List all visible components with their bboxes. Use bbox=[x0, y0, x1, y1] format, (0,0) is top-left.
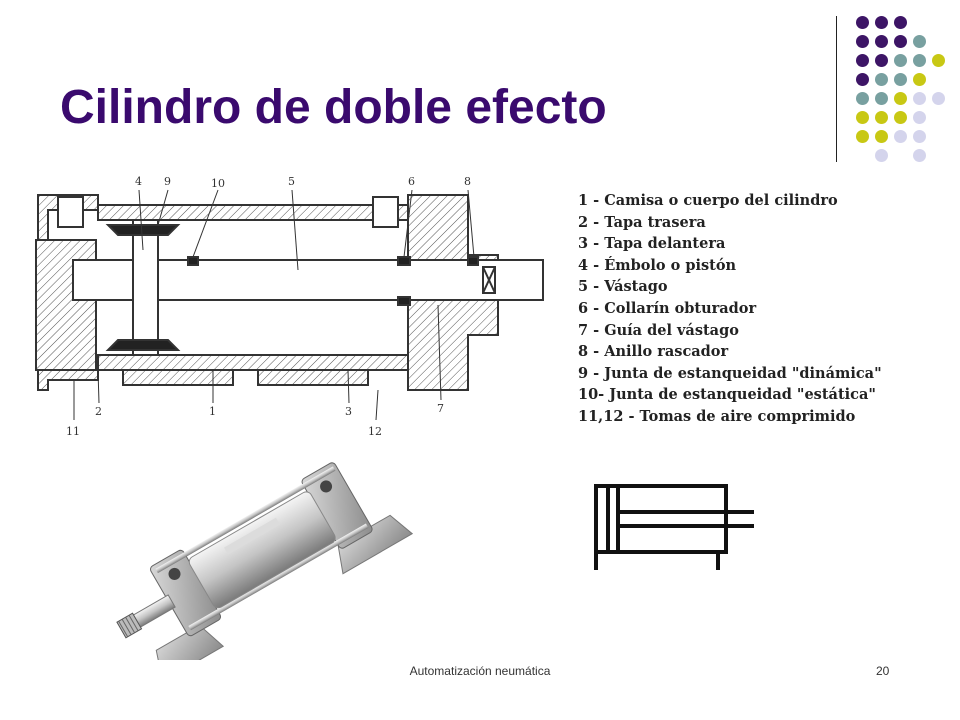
decor-dot bbox=[913, 54, 926, 67]
decor-dot bbox=[875, 130, 888, 143]
decor-dot bbox=[913, 149, 926, 162]
decor-dot bbox=[894, 92, 907, 105]
callout-1: 1 bbox=[209, 405, 216, 418]
legend-item: 6 - Collarín obturador bbox=[578, 299, 757, 317]
decor-dot bbox=[894, 130, 907, 143]
callout-8: 8 bbox=[464, 175, 471, 188]
callout-10: 10 bbox=[211, 177, 225, 190]
callout-12: 12 bbox=[368, 425, 382, 438]
callout-9: 9 bbox=[164, 175, 171, 188]
legend-item: 11,12 - Tomas de aire comprimido bbox=[578, 407, 856, 425]
decor-dot bbox=[875, 16, 888, 29]
decor-dot bbox=[913, 35, 926, 48]
decor-dot bbox=[875, 35, 888, 48]
decor-dot bbox=[856, 92, 869, 105]
decor-dot bbox=[875, 54, 888, 67]
decor-dot bbox=[856, 73, 869, 86]
legend-item: 7 - Guía del vástago bbox=[578, 321, 739, 339]
legend-item: 4 - Émbolo o pistón bbox=[578, 256, 737, 274]
decor-dot bbox=[913, 92, 926, 105]
decorative-divider bbox=[836, 16, 837, 162]
decor-dot bbox=[932, 92, 945, 105]
decor-dot bbox=[856, 130, 869, 143]
decor-dot bbox=[932, 54, 945, 67]
legend-item: 8 - Anillo rascador bbox=[578, 343, 729, 361]
callout-11: 11 bbox=[66, 425, 80, 438]
decor-dot bbox=[913, 111, 926, 124]
callout-5: 5 bbox=[288, 175, 295, 188]
legend-item: 9 - Junta de estanqueidad "dinámica" bbox=[578, 364, 882, 382]
decor-dot bbox=[875, 92, 888, 105]
decor-dot bbox=[894, 111, 907, 124]
decor-dot bbox=[913, 73, 926, 86]
decorative-dot-grid bbox=[850, 12, 950, 162]
footer-title: Automatización neumática bbox=[409, 664, 551, 678]
decor-dot bbox=[875, 149, 888, 162]
callout-6: 6 bbox=[408, 175, 415, 188]
legend-item: 10- Junta de estanqueidad "estática" bbox=[578, 386, 876, 404]
decor-dot bbox=[894, 54, 907, 67]
callout-7: 7 bbox=[437, 402, 444, 415]
cylinder-photo-illustration bbox=[116, 462, 414, 660]
parts-legend: 1 - Camisa o cuerpo del cilindro 2 - Tap… bbox=[578, 190, 882, 428]
callout-3: 3 bbox=[345, 405, 352, 418]
decor-dot bbox=[856, 35, 869, 48]
decor-dot bbox=[894, 73, 907, 86]
legend-item: 3 - Tapa delantera bbox=[578, 235, 726, 253]
decor-dot bbox=[894, 16, 907, 29]
decor-dot bbox=[894, 35, 907, 48]
decor-dot bbox=[856, 16, 869, 29]
decor-dot bbox=[875, 111, 888, 124]
legend-item: 1 - Camisa o cuerpo del cilindro bbox=[578, 192, 838, 209]
legend-item: 2 - Tapa trasera bbox=[578, 213, 706, 231]
callout-2: 2 bbox=[95, 405, 102, 418]
page-number: 20 bbox=[876, 664, 890, 678]
slide-title: Cilindro de doble efecto bbox=[60, 81, 607, 134]
decor-dot bbox=[856, 54, 869, 67]
decor-dot bbox=[875, 73, 888, 86]
callout-4: 4 bbox=[135, 175, 142, 188]
decor-dot bbox=[856, 111, 869, 124]
double-acting-cylinder-symbol bbox=[594, 484, 754, 570]
legend-item: 5 - Vástago bbox=[578, 278, 668, 296]
decor-dot bbox=[913, 130, 926, 143]
cylinder-cross-section-diagram: 4 9 10 5 6 8 11 2 1 3 12 7 bbox=[35, 175, 544, 438]
